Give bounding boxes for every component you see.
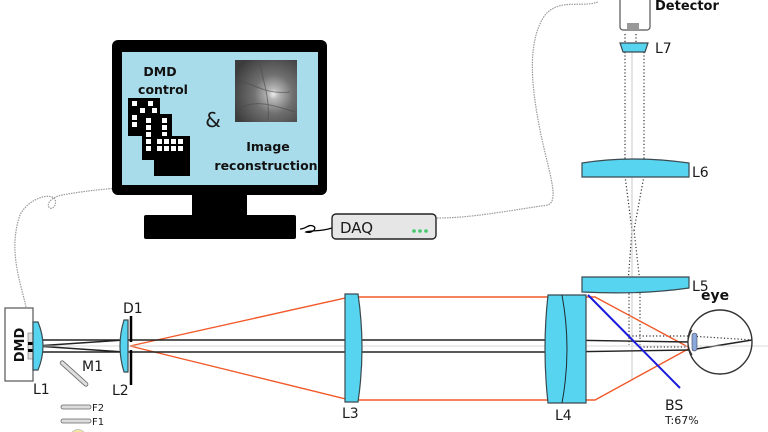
detector-label: Detector (655, 0, 719, 14)
light-source-hint (71, 429, 85, 432)
lens-l1 (32, 321, 44, 371)
lens-l4-label: L4 (555, 408, 572, 424)
beamsplitter-transmission: T:67% (664, 414, 699, 427)
lens-l6 (581, 158, 690, 178)
filter-f1-label: F1 (92, 417, 104, 428)
eye-label: eye (701, 288, 729, 304)
lens-l2-label: L2 (112, 383, 129, 399)
diaphragm-d1-label: D1 (123, 301, 143, 317)
image-recon-label-line1: Image (246, 139, 290, 154)
daq-label: DAQ (340, 219, 373, 237)
lens-l6-label: L6 (692, 165, 709, 181)
detection-rays (624, 34, 754, 348)
daq-box: DAQ (331, 213, 437, 240)
cable-daq-to-detector (436, 1, 599, 219)
lens-l5 (581, 276, 690, 294)
mirror-m1 (59, 360, 89, 387)
filter-f2 (60, 404, 92, 410)
mirror-m1-label: M1 (82, 359, 103, 375)
dmd-chip (27, 332, 34, 360)
image-recon-label-line2: reconstruction (214, 158, 317, 173)
lens-l2 (119, 319, 129, 373)
dmd-label: DMD (13, 328, 28, 363)
filter-f1 (60, 418, 92, 424)
detector: Detector (619, 0, 719, 31)
lens-l7-label: L7 (655, 41, 672, 57)
detector-sensor (627, 23, 639, 30)
lens-l7 (619, 42, 649, 53)
dmd-control-label-line2: control (138, 82, 188, 97)
eye-lens (691, 332, 698, 352)
lens-l4 (544, 294, 587, 404)
daq-led (412, 229, 416, 233)
eye (687, 309, 753, 375)
beamsplitter-bs (587, 294, 681, 389)
lens-l3-label: L3 (342, 406, 359, 422)
monitor-neck (192, 195, 247, 215)
ampersand: & (205, 108, 221, 132)
filter-f2-label: F2 (92, 403, 104, 414)
lens-l3 (344, 293, 363, 403)
computer-monitor: DMD control & (112, 40, 327, 239)
daq-led (424, 229, 428, 233)
beamsplitter-bs-label: BS (665, 398, 683, 414)
cable-computer-to-daq (299, 224, 333, 234)
monitor-base (144, 215, 296, 239)
daq-led (418, 229, 422, 233)
dmd-control-label-line1: DMD (143, 64, 176, 79)
lens-l5-label: L5 (692, 279, 709, 295)
lens-l1-label: L1 (33, 382, 50, 398)
dmd-pattern-stack (128, 98, 190, 176)
dmd: DMD (4, 307, 34, 382)
cable-dmd-to-computer (14, 186, 151, 308)
